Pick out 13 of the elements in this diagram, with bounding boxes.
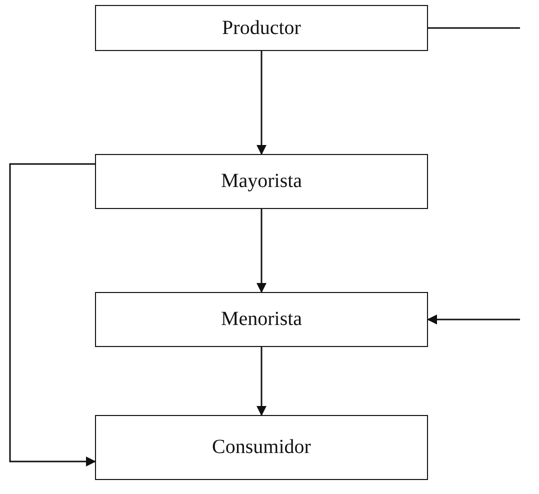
- process-box: [95, 154, 428, 209]
- arrow: [427, 314, 520, 324]
- arrow: [256, 209, 266, 293]
- arrow: [256, 51, 266, 155]
- arrow: [9, 163, 96, 466]
- box-label: Consumidor: [212, 436, 311, 459]
- box-label: Menorista: [220, 308, 302, 331]
- box-label: Productor: [222, 16, 301, 40]
- process-box: [95, 415, 428, 480]
- process-box: [95, 5, 428, 51]
- arrow: [256, 347, 266, 416]
- box-label: Mayorista: [220, 170, 302, 193]
- process-box: [95, 292, 428, 347]
